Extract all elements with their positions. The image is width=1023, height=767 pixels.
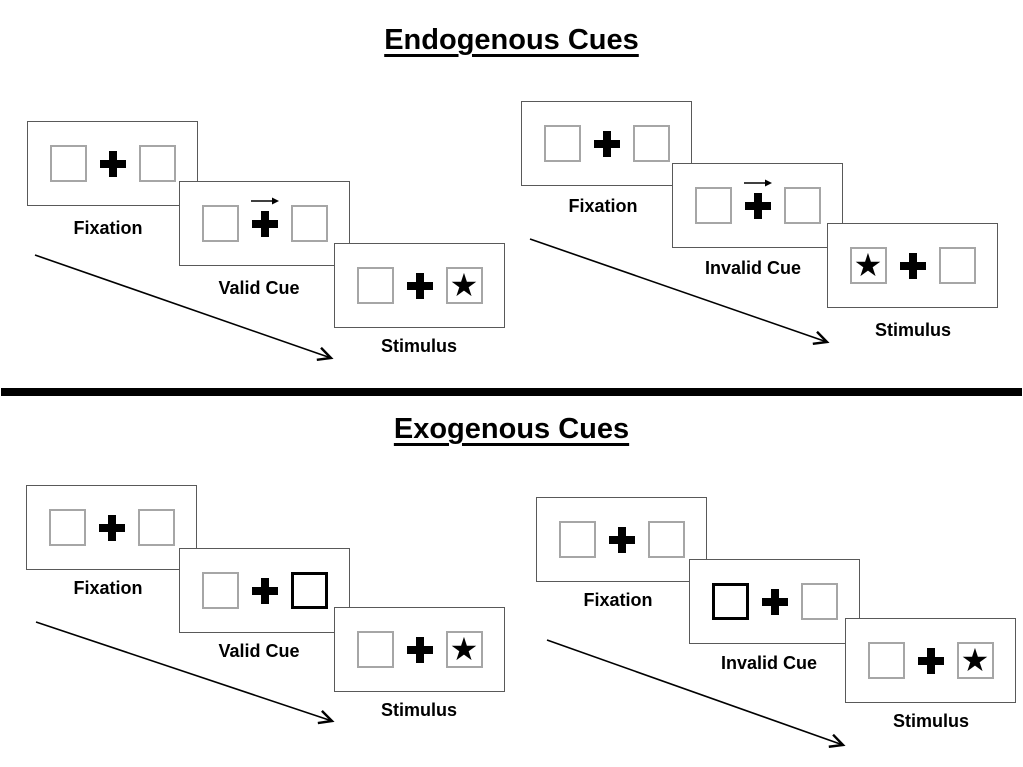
invalid-cue-panel (672, 163, 843, 248)
endogenous-section-title: Endogenous Cues (384, 24, 639, 56)
right-box (290, 205, 328, 242)
left-box (48, 509, 86, 546)
left-box (867, 642, 905, 679)
left-box-cue-highlight (711, 583, 749, 620)
right-box (938, 247, 976, 284)
star-icon: ★ (449, 629, 479, 668)
fixation-panel (536, 497, 707, 582)
right-box (800, 583, 838, 620)
right-box-cue-highlight (290, 572, 328, 609)
fixation-cross-icon (743, 179, 772, 219)
invalid-cue-panel (689, 559, 860, 644)
fixation-cross-icon (406, 272, 433, 299)
valid-cue-panel (179, 181, 350, 266)
left-box (201, 205, 239, 242)
section-divider (1, 388, 1022, 396)
left-box (543, 125, 581, 162)
step-label: Fixation (73, 218, 143, 238)
stimulus-panel: ★ (334, 243, 505, 328)
fixation-panel (26, 485, 197, 570)
fixation-panel (521, 101, 692, 186)
right-box (137, 509, 175, 546)
left-box (356, 267, 394, 304)
step-label: Invalid Cue (704, 258, 802, 278)
cue-arrow-icon (743, 179, 772, 186)
step-label: Valid Cue (218, 278, 300, 298)
valid-cue-panel (179, 548, 350, 633)
timeline-arrow (35, 621, 335, 725)
left-box (694, 187, 732, 224)
left-box (49, 145, 87, 182)
right-box: ★ (445, 629, 483, 668)
step-label: Fixation (583, 590, 653, 610)
step-label: Fixation (568, 196, 638, 216)
fixation-cross-icon (250, 197, 279, 237)
fixation-cross-icon (899, 252, 926, 279)
right-box: ★ (956, 640, 994, 679)
star-icon: ★ (960, 640, 990, 679)
fixation-cross-icon (406, 636, 433, 663)
fixation-cross-icon (99, 150, 126, 177)
star-icon: ★ (449, 265, 479, 304)
stimulus-panel: ★ (334, 607, 505, 692)
stimulus-panel: ★ (827, 223, 998, 308)
cue-arrow-icon (250, 197, 279, 204)
step-label: Stimulus (380, 700, 458, 720)
step-label: Invalid Cue (720, 653, 818, 673)
right-box (783, 187, 821, 224)
fixation-cross-icon (608, 526, 635, 553)
fixation-cross-icon (98, 514, 125, 541)
step-label: Stimulus (380, 336, 458, 356)
right-box (647, 521, 685, 558)
step-label: Stimulus (874, 320, 952, 340)
left-box: ★ (849, 245, 887, 284)
step-label: Fixation (73, 578, 143, 598)
timeline-arrow (529, 238, 830, 346)
step-label: Stimulus (892, 711, 970, 731)
left-box (356, 631, 394, 668)
star-icon: ★ (853, 245, 883, 284)
exogenous-section-title: Exogenous Cues (393, 413, 630, 445)
fixation-cross-icon (917, 647, 944, 674)
left-box (201, 572, 239, 609)
stimulus-panel: ★ (845, 618, 1016, 703)
right-box (632, 125, 670, 162)
step-label: Valid Cue (218, 641, 300, 661)
left-box (558, 521, 596, 558)
fixation-cross-icon (593, 130, 620, 157)
fixation-panel (27, 121, 198, 206)
fixation-cross-icon (251, 577, 278, 604)
right-box (138, 145, 176, 182)
timeline-arrow (34, 254, 334, 362)
right-box: ★ (445, 265, 483, 304)
fixation-cross-icon (761, 588, 788, 615)
